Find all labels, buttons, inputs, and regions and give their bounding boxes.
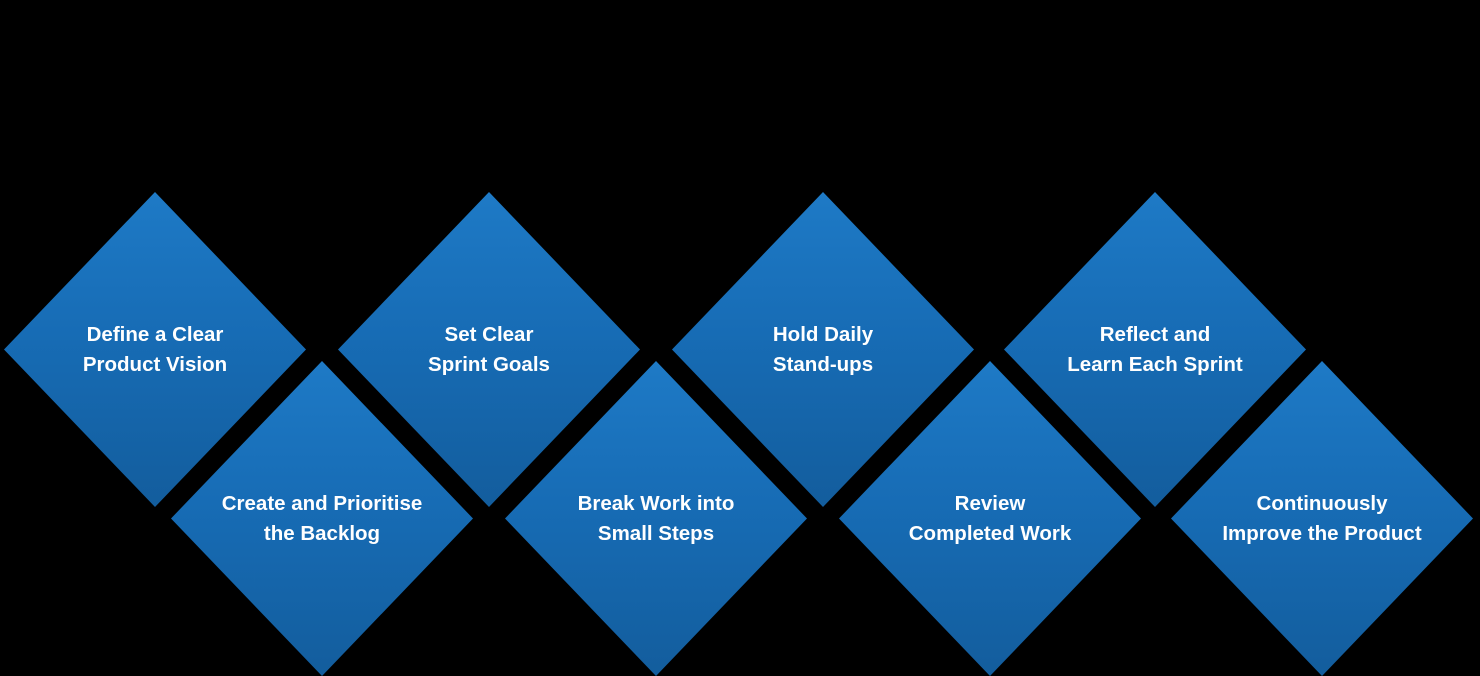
diamond-label-line: Define a Clear xyxy=(86,322,224,346)
diamond-label-line: Sprint Goals xyxy=(428,352,550,376)
diamond-label-line: Hold Daily xyxy=(772,322,874,346)
diamond-label-line: Review xyxy=(954,491,1026,515)
diamond-label-line: Break Work into xyxy=(577,491,735,515)
diamond-label-line: Stand-ups xyxy=(772,352,874,376)
diamond-label-line: Small Steps xyxy=(597,521,715,545)
diamond-label-line: Reflect and xyxy=(1099,322,1211,346)
diamond-label-line: the Backlog xyxy=(263,521,381,545)
diamond-label-line: Improve the Product xyxy=(1222,521,1422,545)
diamond-label-line: Completed Work xyxy=(908,521,1072,545)
diamond-label-line: Create and Prioritise xyxy=(221,491,423,515)
diamond-label-line: Set Clear xyxy=(444,322,534,346)
diamond-label-line: Continuously xyxy=(1256,491,1388,515)
diamond-label-line: Learn Each Sprint xyxy=(1067,352,1243,376)
diamond-label-line: Product Vision xyxy=(82,352,228,376)
